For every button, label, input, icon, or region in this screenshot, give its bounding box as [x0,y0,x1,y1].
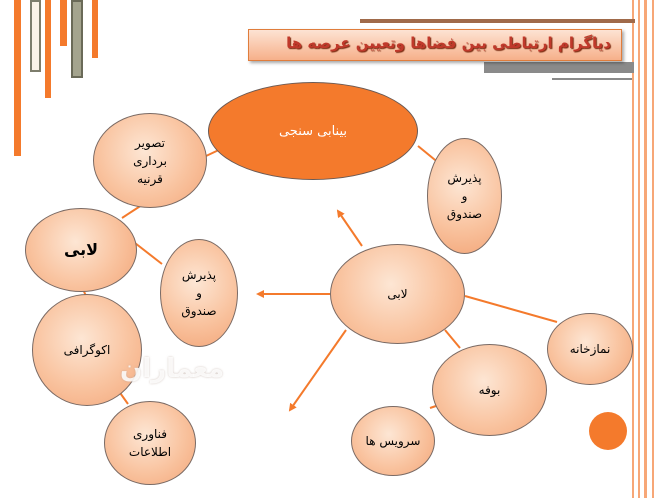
node-reception-top-label: پذیرش و صندوق [446,171,483,221]
node-reception-top: پذیرش و صندوق [427,138,502,254]
node-lobby-center-label: لابی [387,287,408,301]
arrow-center-up [336,209,363,247]
accent-dot [589,412,627,450]
deco-bar-4 [60,0,67,46]
node-echography: اکوگرافی [32,294,142,406]
link-center-prayer [464,295,558,323]
node-lobby-left: لابی [25,208,137,292]
node-optometry: بینابی سنجی [208,82,418,180]
link-center-buffet [444,329,461,349]
title-box: دیاگرام ارتباطی بین فضاها وتعیین عرصه ها [248,29,622,61]
node-buffet-label: بوفه [478,383,501,397]
node-corneal-imaging-label: تصویر برداری قرنیه [133,135,167,186]
link-lobby-reception [134,242,163,265]
node-restrooms: سرویس ها [351,406,435,476]
title-bottom-line [552,78,632,80]
right-stripe-3 [644,0,647,498]
node-information-technology: فناوری اطلاعات [104,401,196,485]
node-prayer-room: نمازخانه [547,313,633,385]
node-lobby-left-label: لابی [63,240,99,259]
node-optometry-label: بینابی سنجی [278,123,348,139]
deco-bar-1 [14,0,21,156]
deco-bar-3 [45,0,51,98]
deco-bar-2 [30,0,41,72]
node-restrooms-label: سرویس ها [365,434,421,448]
deco-bar-5 [71,0,83,78]
arrow-center-down [288,329,347,412]
title-bottom-gray [484,62,634,73]
right-stripe-2 [638,0,640,498]
page-title: دیاگرام ارتباطی بین فضاها وتعیین عرصه ها [286,34,611,52]
watermark: معماران [120,354,224,384]
deco-bar-6 [92,0,98,58]
node-reception-left-label: پذیرش و صندوق [181,268,217,318]
node-corneal-imaging: تصویر برداری قرنیه [93,113,207,208]
right-stripe-4 [652,0,654,498]
node-information-technology-label: فناوری اطلاعات [128,427,172,459]
node-buffet: بوفه [432,344,547,436]
node-lobby-center: لابی [330,244,465,344]
title-top-line [360,19,635,23]
node-reception-left: پذیرش و صندوق [160,239,238,347]
node-prayer-room-label: نمازخانه [569,342,611,356]
watermark-text: معماران [120,354,225,384]
node-echography-label: اکوگرافی [63,343,111,357]
right-stripe-1 [632,0,634,498]
